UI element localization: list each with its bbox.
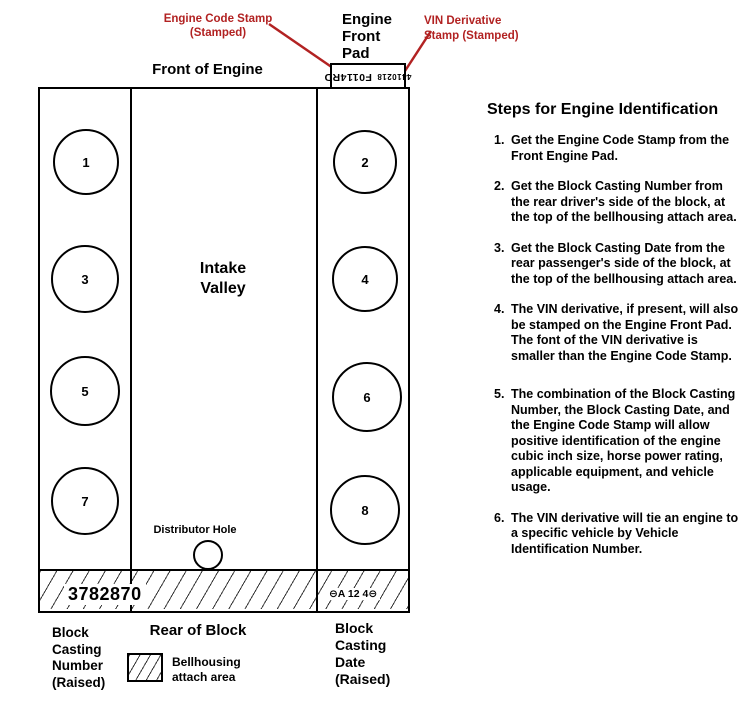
left-bank-divider-line [130,89,132,611]
step-text: The combination of the Block Casting Num… [511,387,736,494]
cylinder-7: 7 [51,467,119,535]
distributor-hole-label: Distributor Hole [153,524,237,536]
distributor-hole [193,540,223,570]
step-text: The VIN derivative will tie an engine to… [511,510,739,556]
pad-stamp-text: 4410218 F0114RD [324,71,412,83]
step-item-2: 2. Get the Block Casting Number from the… [487,179,740,226]
engine-code-stamp-value: F0114RD [324,71,373,83]
engine-code-leader-line [268,22,334,70]
step-item-5: 5. The combination of the Block Casting … [487,387,740,496]
step-number: 1. [494,133,505,147]
steps-title: Steps for Engine Identification [487,101,719,118]
block-casting-number-label: Block Casting Number (Raised) [52,625,106,690]
vin-derivative-stamp-value: 4410218 [377,72,412,82]
bellhousing-hatch-legend [127,653,163,682]
engine-front-pad-annotation: Engine Front Pad [342,11,393,62]
step-number: 6. [494,510,505,525]
right-bank-divider-line [316,89,318,611]
intake-valley-label: Intake Valley [199,260,247,297]
cylinder-8: 8 [330,475,400,545]
cylinder-1: 1 [53,129,119,195]
front-of-engine-label: Front of Engine [152,61,263,78]
vin-derivative-stamp-annotation: VIN Derivative Stamp (Stamped) [424,15,519,42]
engine-front-pad: 4410218 F0114RD [324,63,412,91]
steps-panel: Steps for Engine Identification 1. Get t… [487,101,740,557]
bellhousing-attach-area-label: Bellhousing attach area [172,655,241,684]
engine-block-outline: 1 2 3 4 5 6 7 8 Intake Valley Distributo… [38,87,410,613]
step-number: 3. [494,240,505,255]
cylinder-6: 6 [332,362,402,432]
step-text: Get the Block Casting Number from the re… [511,179,737,224]
block-casting-date-label: Block Casting Date (Raised) [335,620,391,687]
step-item-6: 6. The VIN derivative will tie an engine… [487,511,740,558]
rear-of-block-label: Rear of Block [149,622,247,639]
step-text: The VIN derivative, if present, will als… [511,302,739,363]
step-item-4: 4. The VIN derivative, if present, will … [487,302,740,364]
engine-code-stamp-annotation: Engine Code Stamp (Stamped) [163,13,273,39]
step-number: 4. [494,302,505,316]
step-item-3: 3. Get the Block Casting Date from the r… [487,241,740,288]
step-text: Get the Engine Code Stamp from the Front… [511,133,730,163]
step-number: 5. [494,387,505,401]
cylinder-2: 2 [333,130,397,194]
step-number: 2. [494,179,505,193]
step-text: Get the Block Casting Date from the rear… [511,240,737,286]
block-casting-date-value: ⊖A 12 4⊖ [326,588,381,600]
block-casting-number-value: 3782870 [64,584,146,605]
cylinder-4: 4 [332,246,398,312]
cylinder-5: 5 [50,356,120,426]
cylinder-3: 3 [51,245,119,313]
step-item-1: 1. Get the Engine Code Stamp from the Fr… [487,133,740,164]
